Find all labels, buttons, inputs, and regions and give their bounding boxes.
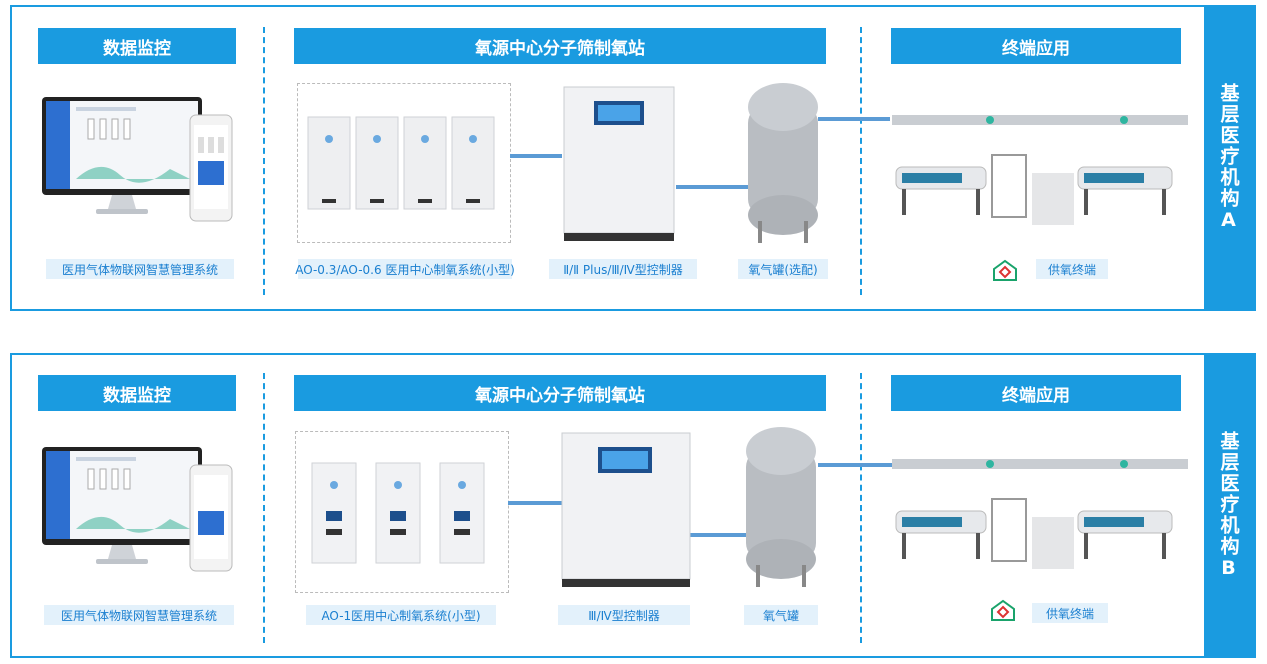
header-oxygen-station: 氧源中心分子筛制氧站 <box>294 28 826 64</box>
controller-cabinet <box>561 432 691 587</box>
header-data-monitor: 数据监控 <box>38 28 236 64</box>
section-divider <box>263 373 265 643</box>
header-data-monitor: 数据监控 <box>38 375 236 411</box>
hospital-beds-illustration <box>892 115 1188 225</box>
caption-tank: 氧气罐 <box>744 605 818 625</box>
monitoring-devices-illustration <box>42 97 233 222</box>
header-terminal: 终端应用 <box>891 28 1181 64</box>
oxygen-concentrator-units <box>311 462 485 564</box>
sidebar-institution-a: 基层医疗机构A <box>1204 7 1254 309</box>
hospital-icon <box>991 599 1015 621</box>
header-terminal: 终端应用 <box>891 375 1181 411</box>
section-divider <box>263 27 265 295</box>
controller-cabinet <box>563 86 675 241</box>
oxygen-tank <box>746 427 816 587</box>
section-divider <box>860 373 862 643</box>
caption-tank: 氧气罐(选配) <box>738 259 828 279</box>
caption-controller: Ⅱ/Ⅱ Plus/Ⅲ/Ⅳ型控制器 <box>549 259 697 279</box>
sidebar-label: 基层医疗机构A <box>1217 83 1240 233</box>
panel-institution-b: 基层医疗机构B 数据监控 氧源中心分子筛制氧站 终端应用 <box>10 353 1256 658</box>
caption-terminal: 供氧终端 <box>1036 259 1108 279</box>
oxygen-tank <box>748 83 818 243</box>
sidebar-institution-b: 基层医疗机构B <box>1204 355 1254 656</box>
section-divider <box>860 27 862 295</box>
panel-institution-a: 基层医疗机构A 数据监控 氧源中心分子筛制氧站 终端应用 <box>10 5 1256 311</box>
oxygen-pipes <box>510 117 890 189</box>
header-oxygen-station: 氧源中心分子筛制氧站 <box>294 375 826 411</box>
caption-controller: Ⅲ/Ⅳ型控制器 <box>558 605 690 625</box>
caption-oxygen-system: AO-0.3/AO-0.6 医用中心制氧系统(小型) <box>295 259 515 279</box>
caption-oxygen-system: AO-1医用中心制氧系统(小型) <box>306 605 496 625</box>
hospital-beds-illustration <box>892 459 1188 569</box>
caption-terminal: 供氧终端 <box>1032 603 1108 623</box>
monitoring-devices-illustration <box>42 447 233 572</box>
oxygen-system-box <box>297 83 511 243</box>
oxygen-concentrator-units <box>307 116 495 210</box>
oxygen-pipes <box>508 463 892 537</box>
caption-monitor-system: 医用气体物联网智慧管理系统 <box>44 605 234 625</box>
hospital-icon <box>993 259 1017 281</box>
caption-monitor-system: 医用气体物联网智慧管理系统 <box>46 259 234 279</box>
oxygen-system-box <box>295 431 509 593</box>
sidebar-label: 基层医疗机构B <box>1217 430 1240 581</box>
